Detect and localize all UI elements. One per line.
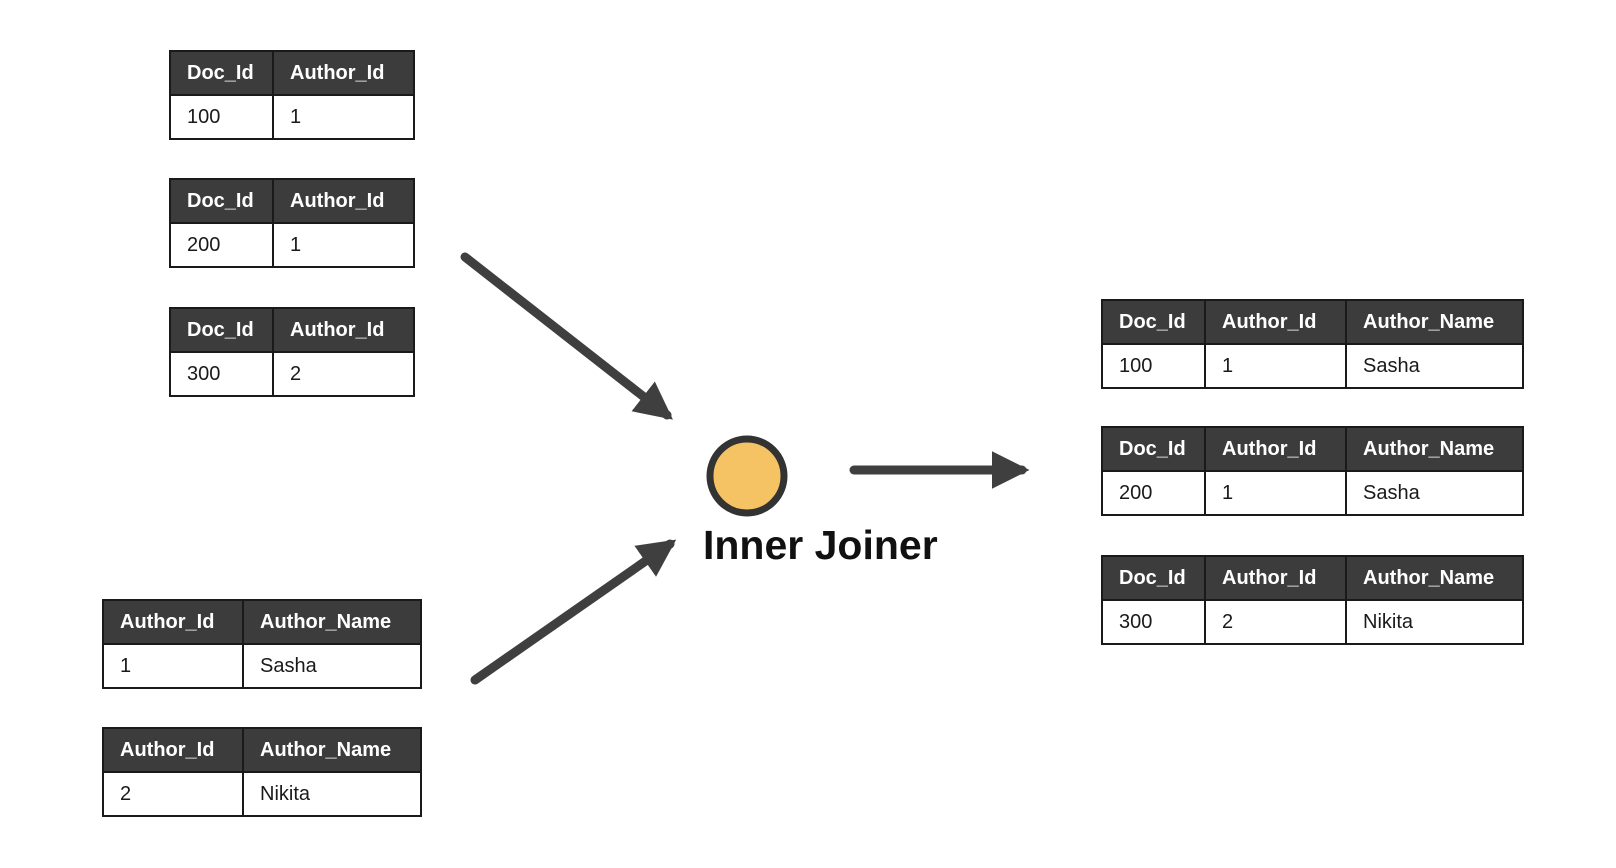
- table-row: 300 2 Nikita: [1101, 599, 1524, 645]
- author-id-header: Author_Id: [272, 178, 415, 224]
- result-table-1: Doc_Id Author_Id Author_Name 100 1 Sasha: [1101, 299, 1524, 389]
- table-row: 200 1: [169, 222, 415, 268]
- doc-id-header: Doc_Id: [1101, 555, 1206, 601]
- author-id-header: Author_Id: [102, 599, 244, 645]
- author-name-header: Author_Name: [242, 599, 422, 645]
- doc-id-cell: 200: [169, 222, 274, 268]
- doc-id-header: Doc_Id: [1101, 426, 1206, 472]
- author-id-header: Author_Id: [1204, 426, 1347, 472]
- doc-id-header: Doc_Id: [169, 50, 274, 96]
- author-id-cell: 1: [102, 643, 244, 689]
- table-header-row: Doc_Id Author_Id: [169, 307, 415, 353]
- author-id-cell: 1: [272, 222, 415, 268]
- documents-to-joiner-arrow: [460, 252, 673, 420]
- inner-joiner-node[interactable]: [706, 435, 788, 517]
- author-id-header: Author_Id: [272, 50, 415, 96]
- doc-id-header: Doc_Id: [1101, 299, 1206, 345]
- document-table-2: Doc_Id Author_Id 200 1: [169, 178, 415, 268]
- table-header-row: Doc_Id Author_Id Author_Name: [1101, 555, 1524, 601]
- document-table-3: Doc_Id Author_Id 300 2: [169, 307, 415, 397]
- table-row: 200 1 Sasha: [1101, 470, 1524, 516]
- author-id-header: Author_Id: [272, 307, 415, 353]
- table-row: 100 1: [169, 94, 415, 140]
- table-header-row: Author_Id Author_Name: [102, 599, 422, 645]
- author-name-cell: Nikita: [242, 771, 422, 817]
- result-table-2: Doc_Id Author_Id Author_Name 200 1 Sasha: [1101, 426, 1524, 516]
- document-table-1: Doc_Id Author_Id 100 1: [169, 50, 415, 140]
- author-id-cell: 2: [102, 771, 244, 817]
- doc-id-cell: 200: [1101, 470, 1206, 516]
- author-id-header: Author_Id: [1204, 555, 1347, 601]
- table-row: 300 2: [169, 351, 415, 397]
- doc-id-header: Doc_Id: [169, 307, 274, 353]
- author-name-cell: Sasha: [1345, 470, 1524, 516]
- table-header-row: Doc_Id Author_Id: [169, 50, 415, 96]
- author-table-1: Author_Id Author_Name 1 Sasha: [102, 599, 422, 689]
- doc-id-cell: 100: [1101, 343, 1206, 389]
- doc-id-cell: 300: [169, 351, 274, 397]
- authors-to-joiner-arrow: [470, 539, 677, 685]
- doc-id-cell: 300: [1101, 599, 1206, 645]
- author-id-cell: 2: [272, 351, 415, 397]
- table-header-row: Doc_Id Author_Id Author_Name: [1101, 426, 1524, 472]
- author-id-header: Author_Id: [102, 727, 244, 773]
- doc-id-header: Doc_Id: [169, 178, 274, 224]
- table-row: 1 Sasha: [102, 643, 422, 689]
- author-id-cell: 2: [1204, 599, 1347, 645]
- author-name-cell: Sasha: [1345, 343, 1524, 389]
- table-row: 100 1 Sasha: [1101, 343, 1524, 389]
- author-name-cell: Sasha: [242, 643, 422, 689]
- author-name-header: Author_Name: [1345, 299, 1524, 345]
- table-header-row: Author_Id Author_Name: [102, 727, 422, 773]
- author-table-2: Author_Id Author_Name 2 Nikita: [102, 727, 422, 817]
- author-name-cell: Nikita: [1345, 599, 1524, 645]
- author-id-cell: 1: [1204, 343, 1347, 389]
- result-table-3: Doc_Id Author_Id Author_Name 300 2 Nikit…: [1101, 555, 1524, 645]
- author-name-header: Author_Name: [242, 727, 422, 773]
- author-id-header: Author_Id: [1204, 299, 1347, 345]
- table-header-row: Doc_Id Author_Id Author_Name: [1101, 299, 1524, 345]
- inner-joiner-label: Inner Joiner: [703, 522, 938, 568]
- author-name-header: Author_Name: [1345, 426, 1524, 472]
- table-row: 2 Nikita: [102, 771, 422, 817]
- author-id-cell: 1: [1204, 470, 1347, 516]
- doc-id-cell: 100: [169, 94, 274, 140]
- table-header-row: Doc_Id Author_Id: [169, 178, 415, 224]
- author-name-header: Author_Name: [1345, 555, 1524, 601]
- author-id-cell: 1: [272, 94, 415, 140]
